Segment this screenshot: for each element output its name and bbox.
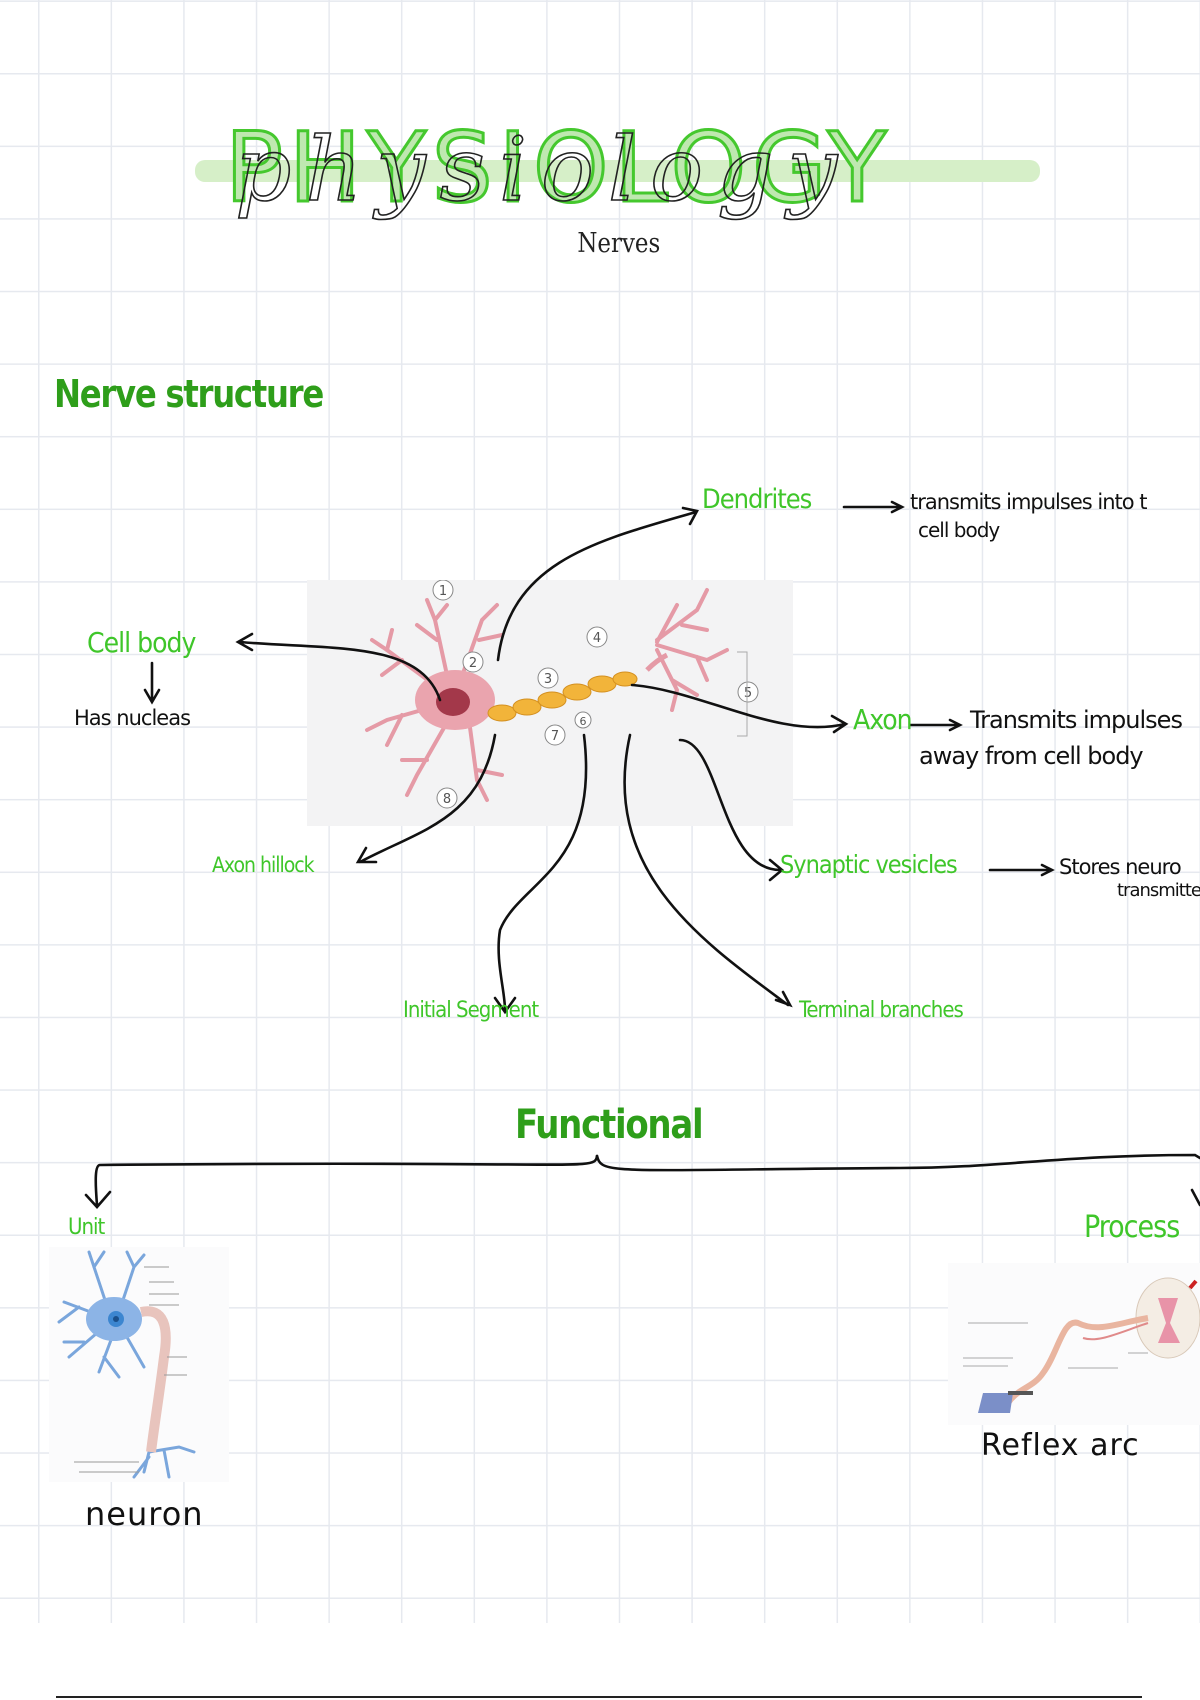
reflex-arc-diagram: [948, 1263, 1200, 1425]
note-synaptic-line1: Stores neuro: [1059, 855, 1182, 879]
label-axon: Axon: [853, 703, 913, 736]
neuron-unit-diagram: [49, 1247, 229, 1482]
section-heading-functional: Functional: [515, 1102, 704, 1148]
label-axon-hillock: Axon hillock: [212, 853, 315, 877]
note-synaptic-line2: transmitte: [1117, 880, 1200, 901]
note-cell-body: Has nucleas: [74, 706, 191, 730]
label-initial-segment: Initial Segment: [403, 998, 539, 1023]
label-cell-body: Cell body: [87, 626, 196, 659]
label-dendrites: Dendrites: [702, 484, 812, 515]
note-dendrites-line2: cell body: [918, 518, 1000, 542]
label-terminal-branches: Terminal branches: [799, 998, 964, 1023]
title-highlight: [195, 160, 1040, 182]
label-process: Process: [1084, 1210, 1180, 1245]
caption-reflex-arc: Reflex arc: [981, 1428, 1140, 1463]
bottom-divider: [56, 1696, 1142, 1698]
note-axon-line1: Transmits impulses: [970, 706, 1183, 734]
diagram-number: 4: [593, 631, 601, 646]
diagram-number: 2: [469, 656, 477, 671]
diagram-number: 7: [551, 729, 559, 744]
diagram-number: 8: [443, 792, 451, 807]
note-dendrites-line1: transmits impulses into t: [910, 490, 1148, 514]
diagram-number: 5: [744, 686, 752, 701]
diagram-number: 1: [439, 584, 447, 599]
title-block-letters: PHYSIOLOGY: [223, 111, 893, 226]
title-cursive: physiology: [234, 117, 852, 222]
label-synaptic-vesicles: Synaptic vesicles: [780, 850, 958, 879]
diagram-number: 6: [580, 715, 587, 728]
note-axon-line2: away from cell body: [919, 742, 1144, 770]
section-heading-nerve-structure: Nerve structure: [54, 372, 324, 416]
diagram-number: 3: [544, 672, 552, 687]
caption-neuron: neuron: [85, 1495, 204, 1533]
label-unit: Unit: [68, 1215, 105, 1240]
page-subtitle: Nerves: [577, 228, 661, 259]
